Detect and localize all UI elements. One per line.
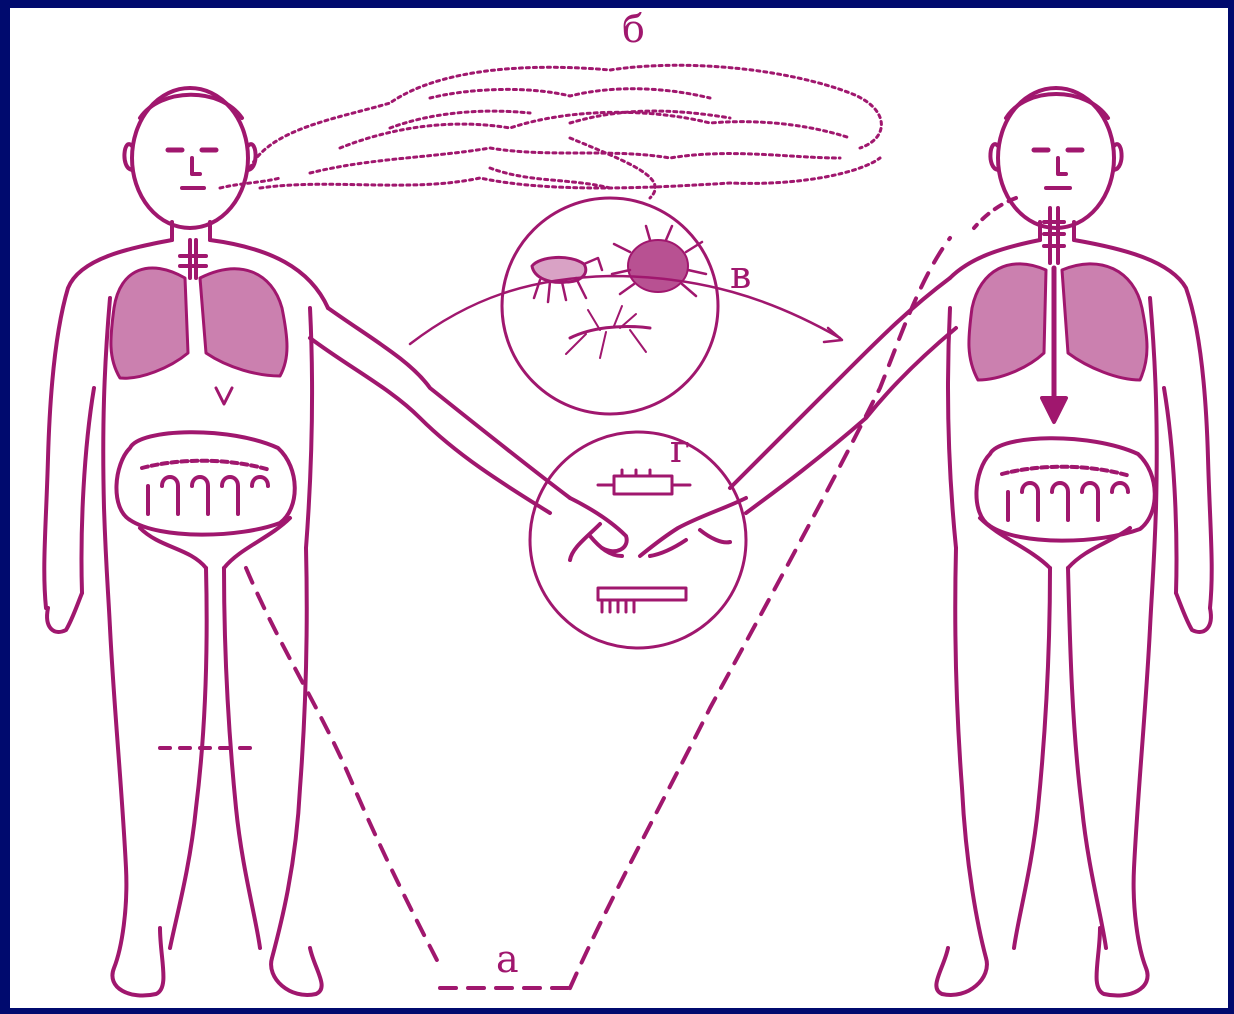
intestines-icon xyxy=(116,432,294,534)
handshake-icon xyxy=(530,432,746,648)
airborne-droplets-cloud-icon xyxy=(220,65,881,198)
right-human-figure-icon xyxy=(730,88,1212,996)
syringe-icon xyxy=(598,470,690,494)
insects-icon xyxy=(502,198,718,414)
intestines-icon xyxy=(976,438,1154,540)
left-human-figure-icon xyxy=(44,88,570,996)
label-g: г xyxy=(670,430,690,468)
label-b: б xyxy=(622,10,645,48)
vector-arrow xyxy=(410,276,840,344)
label-a: а xyxy=(496,940,519,978)
label-v: в xyxy=(730,256,751,294)
diagram-frame: б в г а xyxy=(10,8,1228,1008)
lungs-icon xyxy=(969,208,1147,422)
lungs-icon xyxy=(111,240,287,404)
transmission-diagram xyxy=(10,8,1228,1008)
comb-icon xyxy=(598,588,686,612)
contact-path xyxy=(246,238,950,988)
